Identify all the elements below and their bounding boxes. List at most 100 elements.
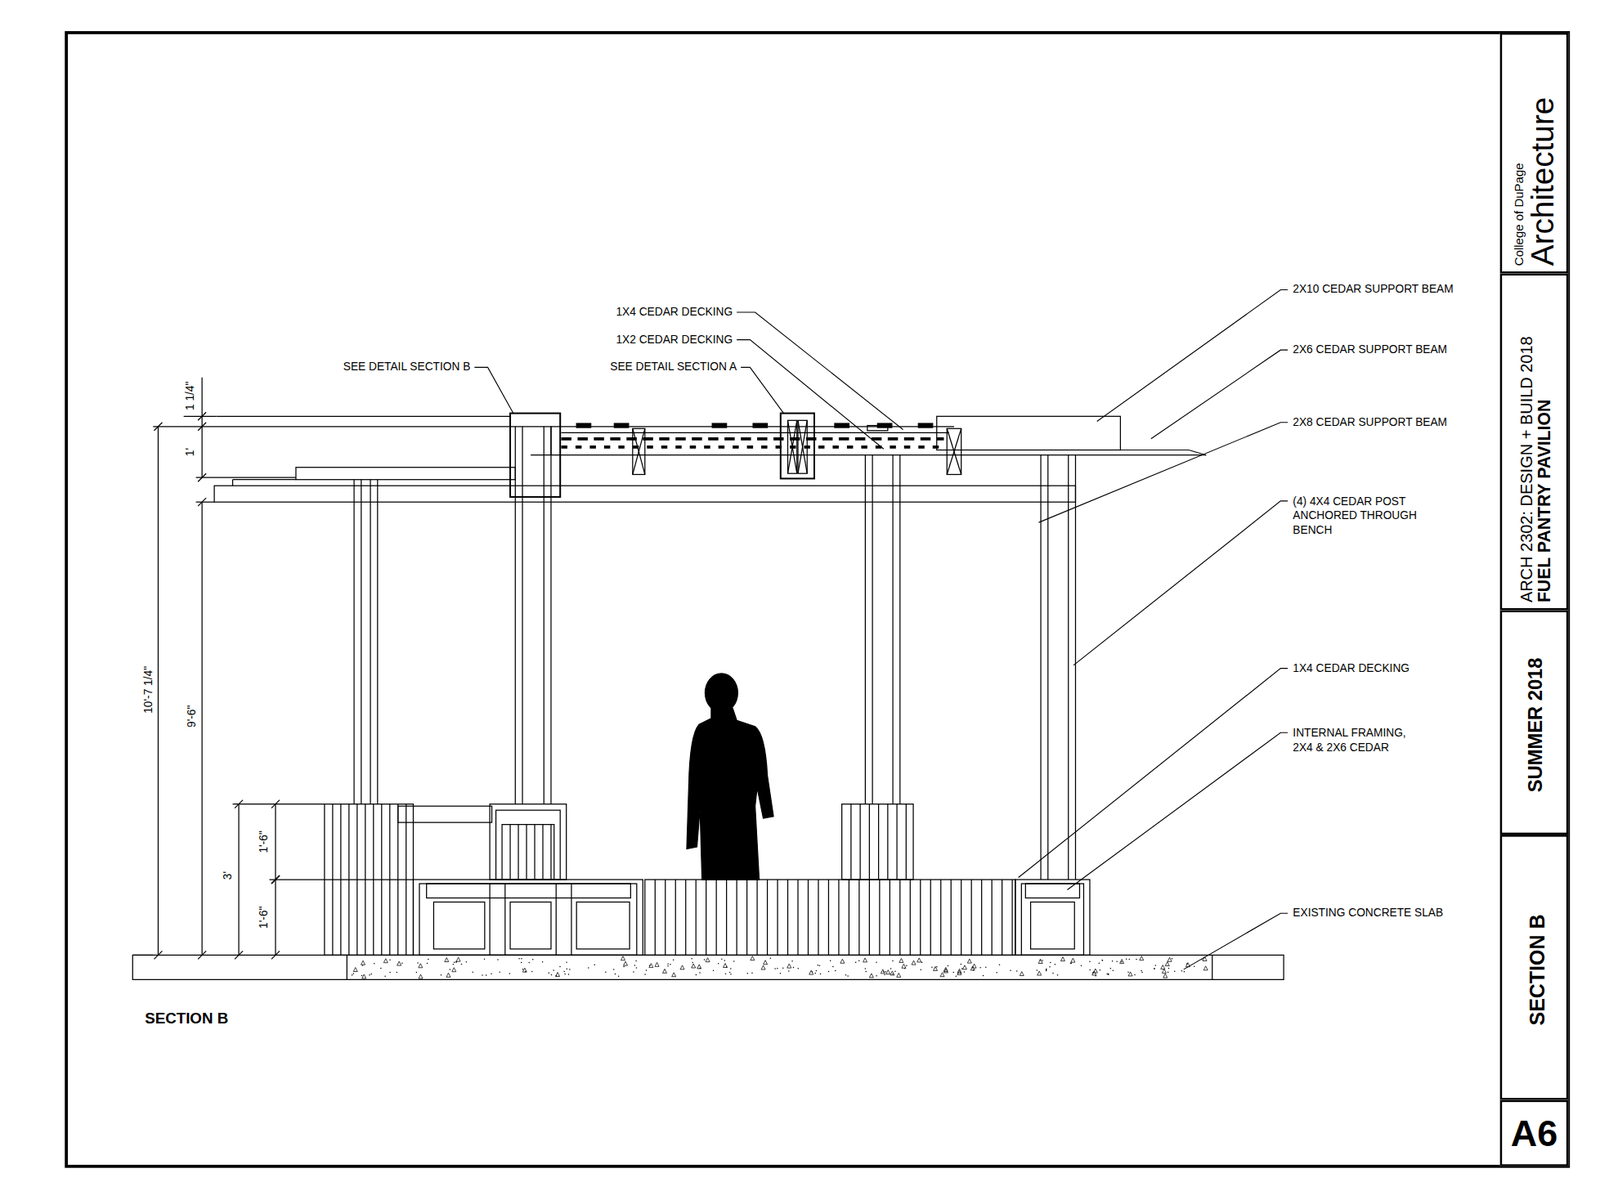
concrete-aggregate (940, 972, 945, 978)
concrete-aggregate (416, 972, 417, 973)
concrete-aggregate (542, 961, 543, 963)
cell-content: ARCH 2302: DESIGN + BUILD 2018FUEL PANTR… (1501, 275, 1569, 610)
bench-planks (930, 879, 932, 955)
blocking (946, 428, 961, 475)
decking-1x2 (560, 437, 944, 441)
concrete-aggregate (1112, 969, 1114, 971)
bench-planks (848, 879, 850, 955)
concrete-aggregate (452, 968, 457, 973)
dimension-label: 1'-6" (257, 829, 272, 855)
concrete-aggregate (957, 970, 962, 975)
concrete-aggregate (817, 964, 819, 966)
concrete-aggregate (362, 974, 367, 979)
extension-line (196, 477, 296, 479)
concrete-aggregate (705, 958, 710, 963)
bench-box (1021, 883, 1084, 955)
beam-2x6 (233, 479, 296, 480)
title-text: College of DuPage (1511, 162, 1525, 266)
bench-planks (971, 879, 973, 955)
concrete-aggregate (351, 974, 353, 976)
concrete-aggregate (587, 967, 589, 969)
concrete-aggregate (667, 963, 668, 964)
internal-framing (426, 883, 632, 898)
dimension-label: 9'-6" (184, 703, 199, 729)
concrete-aggregate (1135, 959, 1137, 960)
concrete-aggregate (649, 963, 654, 969)
concrete-aggregate (427, 959, 429, 960)
concrete-aggregate (1080, 965, 1082, 967)
concrete-aggregate (565, 961, 567, 963)
concrete-aggregate (691, 963, 696, 969)
concrete-aggregate (863, 958, 868, 963)
title-text: FUEL PANTRY PAVILION (1535, 398, 1555, 602)
leader-line (1183, 913, 1288, 970)
concrete-aggregate (967, 959, 972, 964)
post-4x4 (899, 455, 901, 805)
blocking (788, 420, 798, 474)
concrete-aggregate (1098, 962, 1100, 964)
bench-planks (645, 879, 1016, 955)
concrete-aggregate (568, 973, 570, 975)
concrete-aggregate (444, 958, 449, 963)
bench-planks (960, 879, 962, 955)
concrete-aggregate (672, 959, 674, 960)
title-block-cell: College of DuPageArchitecture (1500, 32, 1569, 274)
concrete-aggregate (840, 959, 845, 964)
concrete-aggregate (1102, 959, 1103, 961)
bench-planks (766, 879, 768, 955)
concrete-aggregate (847, 975, 848, 977)
post-4x4 (864, 455, 866, 805)
concrete-aggregate (645, 969, 647, 971)
callout-label: 1X4 CEDAR DECKING (614, 304, 734, 319)
concrete-aggregate (891, 973, 893, 975)
concrete-aggregate (569, 968, 570, 970)
dimension-tick (197, 950, 207, 960)
leader-line (1097, 290, 1288, 422)
post-4x4 (515, 426, 516, 805)
extension-line (268, 878, 413, 880)
extension-line (183, 416, 217, 417)
concrete-aggregate (416, 962, 418, 964)
bench-planks (896, 804, 897, 880)
concrete-aggregate (1054, 963, 1056, 965)
decking-1x4 (752, 423, 767, 428)
concrete-aggregate (1036, 969, 1038, 971)
post-4x4 (871, 455, 873, 805)
dimension-tick (197, 412, 207, 421)
dimension-tick (197, 473, 207, 482)
concrete-aggregate (1041, 959, 1043, 961)
dimension-line (274, 879, 276, 955)
person-silhouette (686, 708, 774, 880)
internal-framing (1025, 883, 1080, 898)
post-4x4 (369, 479, 371, 805)
bench-planks (858, 879, 860, 955)
concrete-aggregate (370, 973, 372, 975)
extension-line (152, 425, 955, 427)
concrete-aggregate (815, 970, 817, 972)
blocking (797, 420, 807, 474)
concrete-aggregate (911, 960, 916, 965)
concrete-aggregate (864, 971, 866, 973)
concrete-aggregate (1048, 966, 1050, 968)
concrete-aggregate (724, 959, 726, 961)
bench-planks (525, 824, 527, 880)
concrete-aggregate (522, 968, 527, 973)
bench-planks (817, 879, 819, 955)
decking-1x4 (867, 425, 888, 431)
concrete-aggregate (632, 971, 634, 973)
concrete-aggregate (855, 962, 857, 964)
concrete-aggregate (1111, 960, 1113, 962)
concrete-aggregate (1016, 970, 1018, 972)
title-block-cell: ARCH 2302: DESIGN + BUILD 2018FUEL PANTR… (1500, 273, 1569, 611)
concrete-aggregate (380, 968, 381, 969)
internal-framing (504, 883, 506, 955)
concrete-aggregate (1203, 966, 1208, 971)
concrete-aggregate (384, 975, 386, 977)
concrete-aggregate (829, 960, 831, 962)
concrete-aggregate (970, 966, 975, 971)
bench-planks (860, 804, 861, 880)
concrete-slab (346, 954, 348, 980)
concrete-aggregate (1163, 973, 1168, 978)
title-text: Architecture (1525, 96, 1561, 265)
concrete-aggregate (963, 971, 965, 973)
